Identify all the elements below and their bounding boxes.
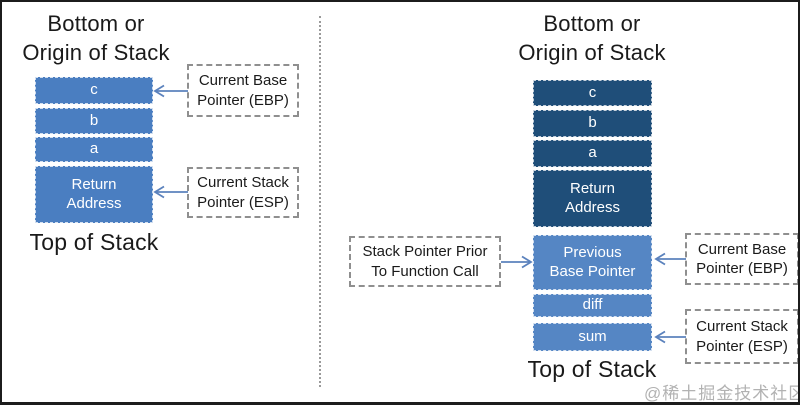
right-stack-cell-return-address: Return Address <box>533 170 652 227</box>
left-stack-cell-return-address: Return Address <box>35 166 153 223</box>
right-title-line2: Origin of Stack <box>518 40 666 65</box>
watermark-text: @稀土掘金技术社区 <box>644 384 800 403</box>
left-ebp-arrow-icon <box>153 84 188 98</box>
right-stack-title: Bottom or Origin of Stack <box>502 9 682 67</box>
center-divider <box>319 16 321 387</box>
right-title-line1: Bottom or <box>543 11 641 36</box>
left-esp-arrow-icon <box>153 185 188 199</box>
right-top-of-stack-label: Top of Stack <box>527 356 657 382</box>
left-stack-cell-c: c <box>35 77 153 104</box>
right-callout-stack-pointer-prior: Stack Pointer Prior To Function Call <box>349 236 501 287</box>
left-callout-ebp: Current Base Pointer (EBP) <box>187 64 299 117</box>
left-stack-title: Bottom or Origin of Stack <box>6 9 186 67</box>
right-stack-cell-a: a <box>533 140 652 167</box>
right-callout-ebp: Current Base Pointer (EBP) <box>685 233 798 285</box>
left-stack-cell-a: a <box>35 137 153 162</box>
right-callout-esp: Current Stack Pointer (ESP) <box>685 309 798 364</box>
left-callout-esp: Current Stack Pointer (ESP) <box>187 167 299 218</box>
left-title-line2: Origin of Stack <box>22 40 170 65</box>
left-stack-cell-b: b <box>35 108 153 134</box>
right-stack-cell-sum: sum <box>533 323 652 351</box>
right-stack-cell-b: b <box>533 110 652 137</box>
right-sp-prior-arrow-icon <box>501 255 533 269</box>
right-esp-arrow-icon <box>654 330 686 344</box>
right-ebp-arrow-icon <box>654 252 686 266</box>
left-top-of-stack-label: Top of Stack <box>29 229 159 255</box>
right-stack-cell-diff: diff <box>533 294 652 317</box>
right-stack-cell-previous-base-pointer: Previous Base Pointer <box>533 235 652 290</box>
right-stack-cell-c: c <box>533 80 652 106</box>
left-title-line1: Bottom or <box>47 11 145 36</box>
